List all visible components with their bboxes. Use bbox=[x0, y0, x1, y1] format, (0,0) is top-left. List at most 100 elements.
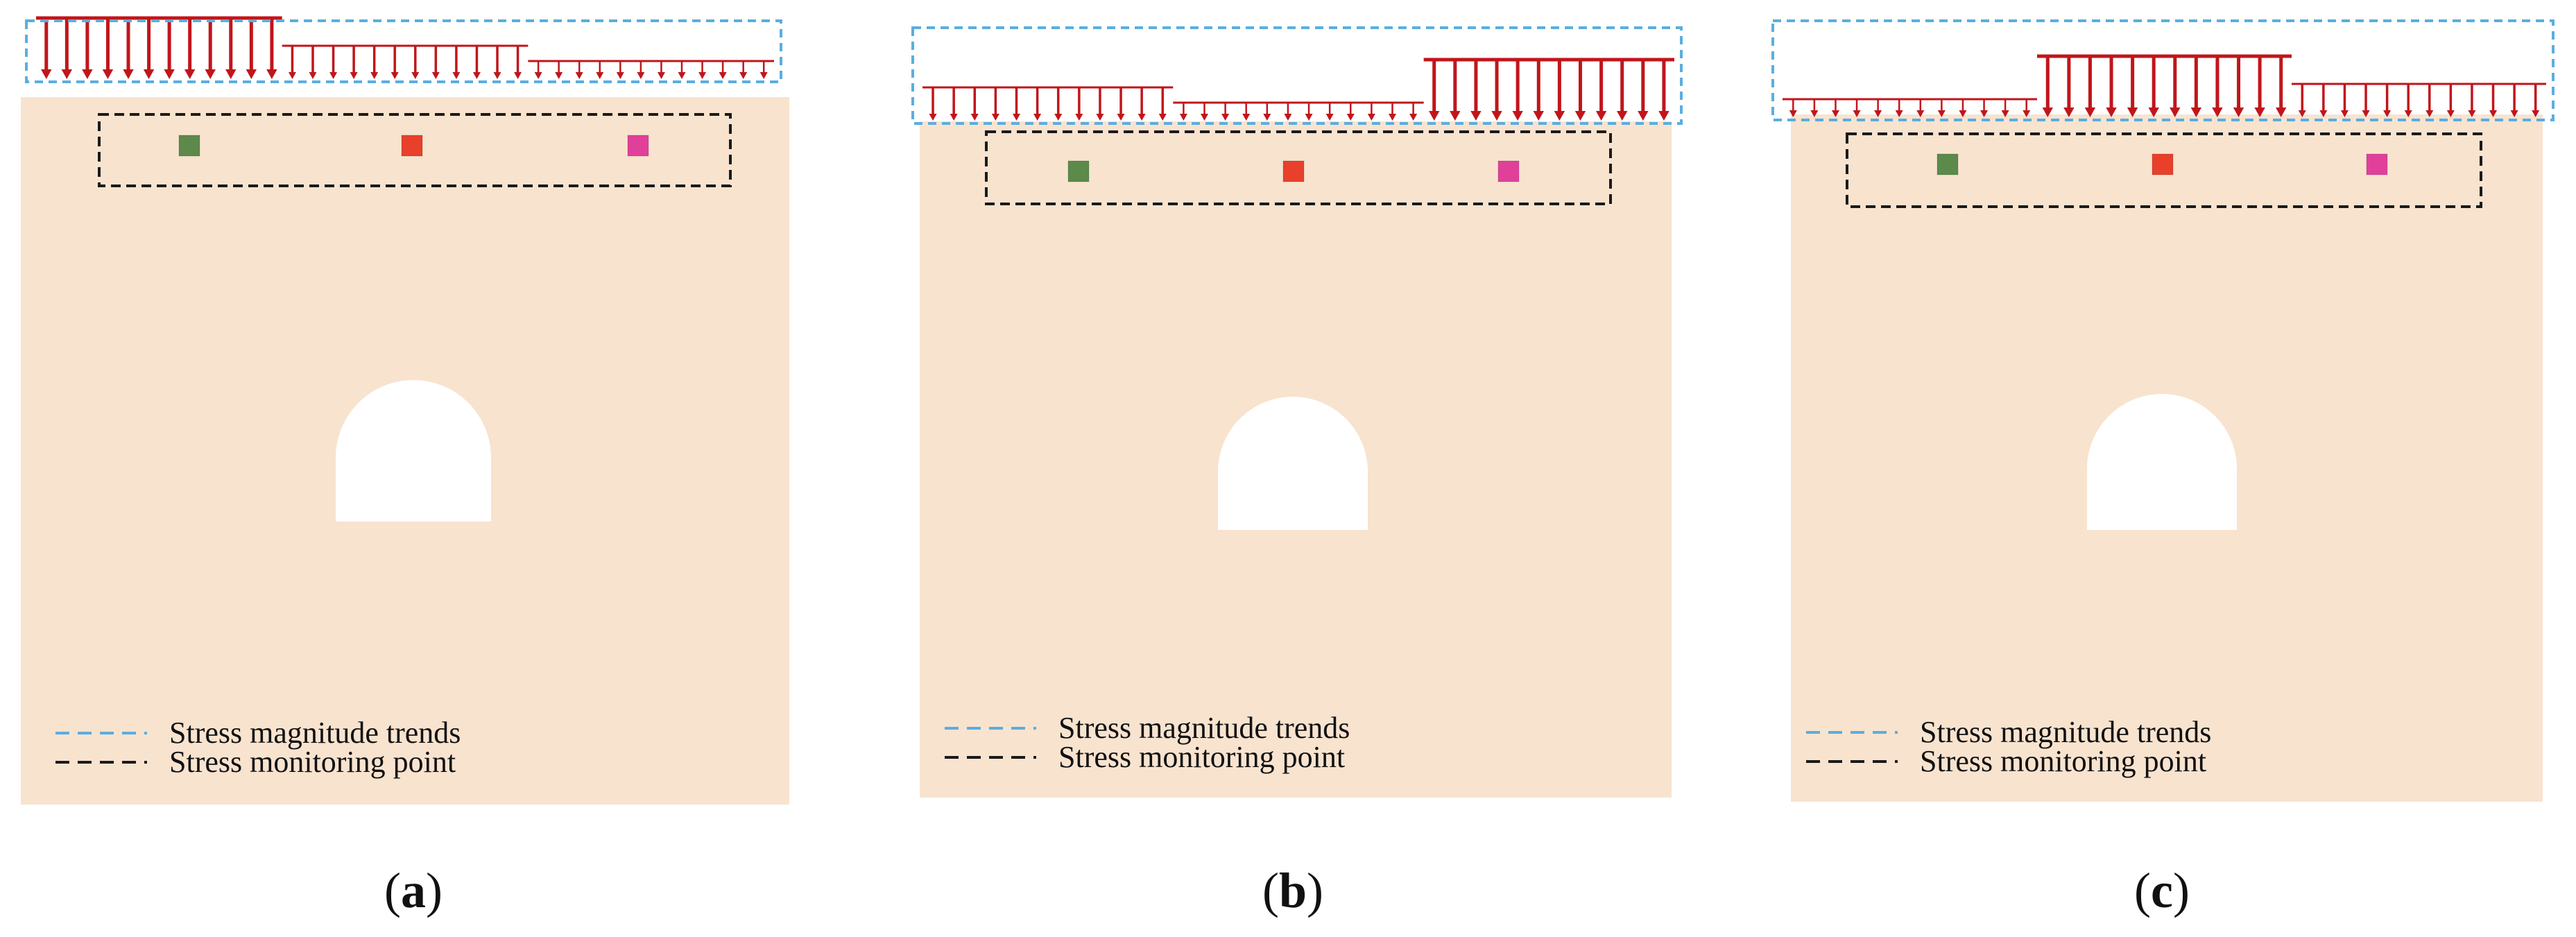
load-arrow-head bbox=[123, 69, 134, 79]
load-arrow bbox=[1512, 60, 1523, 121]
load-arrow bbox=[950, 87, 958, 121]
load-arrow-head bbox=[1117, 114, 1125, 121]
load-arrow-head bbox=[657, 72, 665, 79]
load-arrow-head bbox=[61, 69, 73, 79]
load-arrow bbox=[1937, 99, 1946, 117]
load-arrow-head bbox=[2190, 108, 2202, 117]
load-arrow-head bbox=[2127, 108, 2138, 117]
load-arrow-head bbox=[1810, 110, 1819, 117]
load-arrow bbox=[1429, 60, 1440, 121]
load-arrow-head bbox=[41, 69, 52, 79]
load-arrow bbox=[61, 18, 73, 79]
load-arrow bbox=[1980, 99, 1989, 117]
load-arrow bbox=[2233, 56, 2244, 117]
load-arrow-head bbox=[1450, 111, 1461, 121]
load-arrow bbox=[2362, 84, 2370, 117]
load-arrow bbox=[2254, 56, 2265, 117]
load-arrow bbox=[164, 18, 175, 79]
load-arrow-head bbox=[2233, 108, 2244, 117]
load-arrow bbox=[143, 18, 155, 79]
load-arrow-head bbox=[1980, 110, 1989, 117]
legend-trend-label: Stress magnitude trends bbox=[169, 716, 461, 750]
legend-trend-label: Stress magnitude trends bbox=[1058, 711, 1350, 745]
load-arrow bbox=[991, 87, 999, 121]
load-arrow bbox=[1201, 103, 1208, 121]
load-arrow bbox=[1491, 60, 1502, 121]
tunnel-opening bbox=[336, 380, 491, 522]
load-arrow-head bbox=[82, 69, 93, 79]
load-arrow-head bbox=[1638, 111, 1649, 121]
load-arrow-head bbox=[2425, 110, 2434, 117]
load-arrow bbox=[452, 46, 461, 79]
load-arrow-head bbox=[102, 69, 114, 79]
load-arrow-head bbox=[991, 114, 999, 121]
load-arrow-head bbox=[2468, 110, 2476, 117]
load-arrow-head bbox=[1346, 114, 1355, 121]
load-arrow-head bbox=[555, 72, 563, 79]
load-arrow bbox=[1874, 99, 1882, 117]
load-arrow bbox=[2319, 84, 2328, 117]
load-arrow-head bbox=[678, 72, 686, 79]
load-arrow bbox=[329, 46, 338, 79]
load-arrow bbox=[2106, 56, 2117, 117]
panel-caption: (c) bbox=[2134, 863, 2190, 918]
load-arrow-head bbox=[1789, 110, 1797, 117]
load-arrow bbox=[225, 18, 237, 79]
load-arrow-head bbox=[1158, 114, 1167, 121]
load-arrow-head bbox=[575, 72, 583, 79]
load-arrow bbox=[205, 18, 216, 79]
load-arrow bbox=[1221, 103, 1230, 121]
load-arrow-head bbox=[698, 72, 707, 79]
load-arrow-head bbox=[143, 69, 155, 79]
monitoring-point-green bbox=[1937, 153, 1959, 175]
load-arrow bbox=[2063, 56, 2075, 117]
monitoring-box bbox=[985, 130, 1612, 205]
load-arrow bbox=[2148, 56, 2159, 117]
load-arrow bbox=[739, 61, 748, 79]
stress-trend-box bbox=[25, 19, 782, 83]
load-arrow bbox=[1179, 103, 1187, 121]
load-arrow-head bbox=[2148, 108, 2159, 117]
load-arrow-head bbox=[1201, 114, 1208, 121]
load-arrow bbox=[472, 46, 481, 79]
load-arrow-head bbox=[1305, 114, 1313, 121]
load-arrow-head bbox=[2276, 108, 2287, 117]
load-arrow-head bbox=[596, 72, 604, 79]
load-arrow-head bbox=[1033, 114, 1042, 121]
load-arrow bbox=[534, 61, 542, 79]
load-arrow bbox=[246, 18, 257, 79]
load-arrow bbox=[2042, 56, 2053, 117]
stress-trend-box bbox=[911, 26, 1683, 125]
load-arrow bbox=[2023, 99, 2031, 117]
load-arrow-head bbox=[493, 72, 501, 79]
load-arrow bbox=[575, 61, 583, 79]
load-arrow bbox=[123, 18, 134, 79]
load-arrow bbox=[2446, 84, 2455, 117]
load-arrow-head bbox=[1916, 110, 1925, 117]
load-arrow bbox=[1325, 103, 1334, 121]
load-arrow-head bbox=[2170, 108, 2181, 117]
tunnel-opening bbox=[2087, 394, 2237, 530]
load-arrow-head bbox=[1013, 114, 1020, 121]
load-arrow-head bbox=[1831, 110, 1839, 117]
load-arrow bbox=[1096, 87, 1104, 121]
load-arrow-head bbox=[2298, 110, 2306, 117]
load-arrow-head bbox=[616, 72, 624, 79]
load-arrows bbox=[1783, 54, 2546, 117]
load-arrow-head bbox=[1959, 110, 1967, 117]
load-arrow bbox=[2404, 84, 2412, 117]
load-arrow-head bbox=[2042, 108, 2053, 117]
load-arrow bbox=[431, 46, 440, 79]
load-arrow bbox=[1853, 99, 1861, 117]
load-arrow bbox=[1470, 60, 1482, 121]
load-arrow bbox=[2084, 56, 2096, 117]
load-arrow bbox=[1658, 60, 1669, 121]
load-arrow bbox=[2001, 99, 2009, 117]
load-arrow bbox=[657, 61, 665, 79]
load-arrow bbox=[596, 61, 604, 79]
load-arrow-head bbox=[350, 72, 358, 79]
load-arrow bbox=[678, 61, 686, 79]
